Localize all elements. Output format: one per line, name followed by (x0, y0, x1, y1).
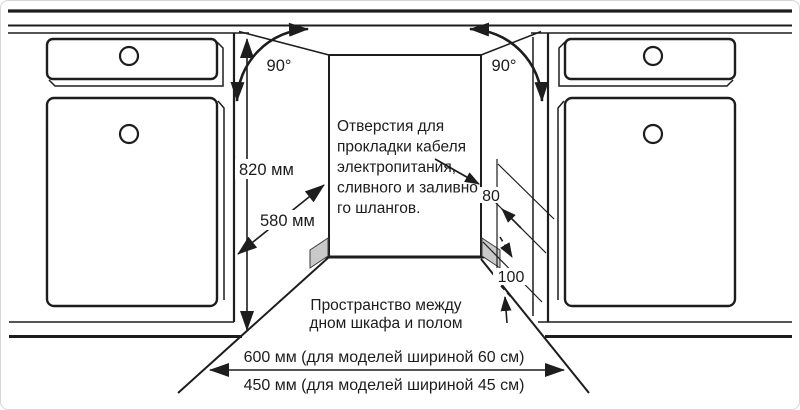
right-drawer-knob (642, 45, 664, 67)
floor-gap-line2: дном шкафа и полом (309, 315, 462, 332)
niche-floor-left-perspective (177, 256, 330, 394)
right-door-bevel (557, 100, 565, 300)
left-door-bevel (217, 100, 225, 300)
offset-100-dash (500, 285, 512, 298)
offset-80-lower-arrow (499, 236, 513, 258)
holes-note: Отверстия для прокладки кабеля электропи… (337, 118, 478, 217)
height-label-bg (235, 159, 293, 179)
holes-note-line3: электропитания, (337, 159, 456, 176)
left-door-front (45, 96, 219, 308)
left-cabinet (9, 33, 242, 338)
left-door-knob (118, 123, 140, 145)
holes-note-line2: прокладки кабеля (337, 139, 466, 156)
right-cabinet (532, 33, 792, 338)
width-600-label: 600 мм (для моделей шириной 60 см) (244, 349, 525, 366)
right-drawer-front (563, 37, 737, 81)
width-450-label: 450 мм (для моделей шириной 45 см) (244, 377, 525, 394)
offset-80-label-bg (478, 187, 504, 203)
guide-diagonal-1 (497, 163, 555, 220)
left-drawer-bevel (48, 41, 224, 87)
right-90-arc (469, 22, 549, 102)
holes-note-line1: Отверстия для (337, 118, 444, 135)
floor-gap-note: Пространство между дном шкафа и полом (309, 297, 462, 332)
holes-note-line5: го шлангов. (337, 200, 420, 217)
left-plinth-panel (309, 237, 329, 269)
offset-80-arrow (501, 208, 522, 229)
labels: 90° 90° 820 мм 580 мм Отверстия для прок… (235, 57, 529, 394)
floor-gap-line1: Пространство между (310, 297, 461, 314)
holes-note-leader-arrow (434, 158, 480, 185)
offset-100-up-arrow (500, 296, 512, 324)
left-drawer-front (45, 37, 219, 81)
countertop (8, 9, 792, 34)
height-820-label: 820 мм (239, 161, 294, 179)
offset-100-label-bg (493, 268, 529, 285)
angle-right-label: 90° (492, 57, 517, 75)
door-opening-arcs (230, 22, 549, 102)
left-drawer-knob (118, 45, 140, 67)
depth-580-label: 580 мм (260, 212, 315, 230)
offset-100-label: 100 (498, 269, 525, 286)
right-door-knob (642, 123, 664, 145)
right-door-front (563, 96, 737, 308)
depth-label-bg (257, 210, 313, 230)
offset-80-label: 80 (482, 188, 500, 205)
angle-left-label: 90° (267, 57, 292, 75)
holes-note-line4: сливного и заливно (337, 180, 478, 197)
right-drawer-bevel (558, 41, 734, 87)
left-90-arc (230, 22, 309, 102)
